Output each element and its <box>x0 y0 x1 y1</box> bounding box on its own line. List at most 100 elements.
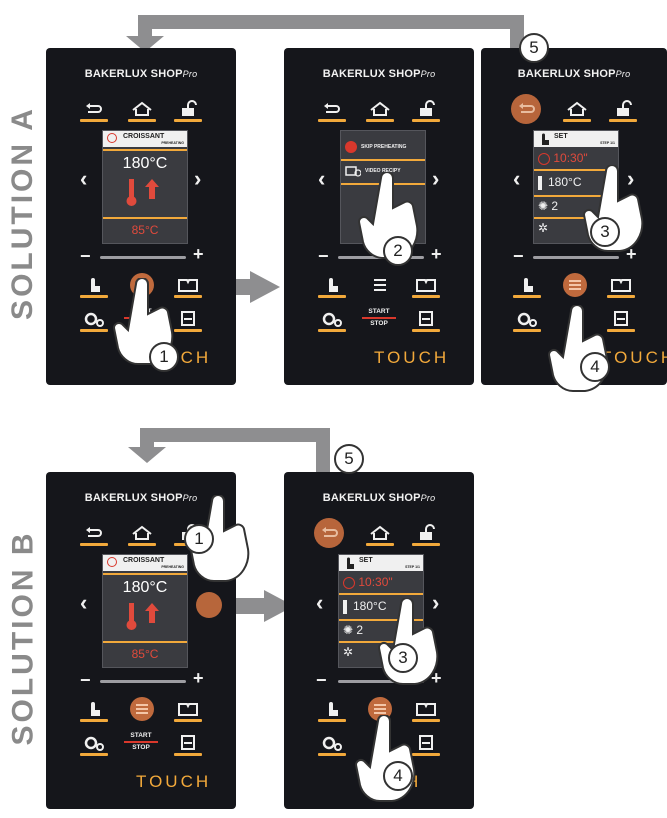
lock-button[interactable] <box>412 100 440 122</box>
recipe-book-button[interactable] <box>174 276 202 298</box>
menu-icon <box>374 279 386 291</box>
thermometer-up-icon <box>126 603 159 630</box>
save-button[interactable] <box>412 310 440 332</box>
next-arrow[interactable]: › <box>627 166 635 191</box>
minus-button[interactable]: − <box>80 246 91 266</box>
skip-preheating-option[interactable]: SKIP PREHEATING <box>345 141 423 155</box>
prev-arrow[interactable]: ‹ <box>318 166 326 191</box>
settings-button[interactable] <box>318 310 346 332</box>
pointing-hand-icon <box>547 305 609 392</box>
hand-icon <box>347 557 354 569</box>
touch-logo: TOUCH <box>136 772 212 791</box>
back-button[interactable] <box>80 100 108 122</box>
next-arrow[interactable]: › <box>432 590 440 615</box>
manual-button[interactable] <box>318 700 346 722</box>
next-arrow-highlighted[interactable] <box>196 592 222 618</box>
hand-icon <box>329 278 338 292</box>
minus-button[interactable]: − <box>316 670 327 690</box>
value-slider[interactable] <box>338 680 424 683</box>
value-slider[interactable] <box>533 256 619 259</box>
settings-button[interactable] <box>318 734 346 756</box>
plus-button[interactable]: + <box>193 244 204 264</box>
back-button-highlighted[interactable] <box>511 94 541 124</box>
recipe-book-button[interactable] <box>412 700 440 722</box>
hand-icon <box>524 278 533 292</box>
prev-arrow[interactable]: ‹ <box>80 590 88 615</box>
video-recipe-option[interactable]: VIDEO RECIPY <box>345 165 423 179</box>
menu-button[interactable] <box>563 273 587 297</box>
plus-button[interactable]: + <box>193 668 204 688</box>
recipe-book-button[interactable] <box>607 276 635 298</box>
settings-button[interactable] <box>80 734 108 756</box>
core-temperature-readout: 85°C <box>131 647 159 661</box>
fan-row[interactable]: ✺ 2 <box>343 623 364 637</box>
next-arrow[interactable]: › <box>194 166 202 191</box>
settings-button[interactable] <box>80 310 108 332</box>
gear-icon: ✲ <box>343 645 354 659</box>
extra-row[interactable]: ✲ <box>343 645 419 659</box>
settings-button[interactable] <box>513 310 541 332</box>
time-row[interactable]: 10:30" <box>538 151 614 165</box>
clock-icon <box>343 576 355 589</box>
minus-button[interactable]: − <box>318 246 329 266</box>
plus-button[interactable]: + <box>431 668 442 688</box>
home-button[interactable] <box>128 100 156 122</box>
lock-button[interactable] <box>174 100 202 122</box>
thermometer-up-icon <box>126 179 159 206</box>
home-button[interactable] <box>563 100 591 122</box>
back-button-highlighted[interactable] <box>314 518 344 548</box>
time-row[interactable]: 10:30" <box>343 575 419 589</box>
manual-button[interactable] <box>80 700 108 722</box>
return-arrow-b-left-leg <box>140 428 154 448</box>
extra-row[interactable]: ✲ <box>538 221 614 235</box>
temperature-readout: 180°C <box>122 579 168 596</box>
manual-button[interactable] <box>318 276 346 298</box>
menu-button[interactable] <box>130 697 154 721</box>
value-slider[interactable] <box>100 680 186 683</box>
menu-button[interactable] <box>366 276 394 298</box>
lock-button[interactable] <box>609 100 637 122</box>
prev-arrow[interactable]: ‹ <box>316 590 324 615</box>
save-button[interactable] <box>607 310 635 332</box>
manual-button[interactable] <box>513 276 541 298</box>
temperature-row[interactable]: 180°C <box>538 175 614 190</box>
lock-button[interactable] <box>412 524 440 546</box>
step-badge-3: 3 <box>388 643 418 673</box>
next-arrow[interactable]: › <box>432 166 440 191</box>
save-button[interactable] <box>412 734 440 756</box>
save-button[interactable] <box>174 310 202 332</box>
plus-button[interactable]: + <box>431 244 442 264</box>
save-icon <box>419 735 433 750</box>
brand-logo: BAKERLUX SHOPPro <box>322 68 436 80</box>
step-badge-3: 3 <box>590 217 620 247</box>
manual-button[interactable] <box>80 276 108 298</box>
prev-arrow[interactable]: ‹ <box>80 166 88 191</box>
value-slider[interactable] <box>100 256 186 259</box>
minus-button[interactable]: − <box>513 246 524 266</box>
brand-logo: BAKERLUX SHOPPro <box>84 492 198 504</box>
home-button[interactable] <box>128 524 156 546</box>
step-badge-4: 4 <box>580 352 610 382</box>
back-button[interactable] <box>318 100 346 122</box>
save-button[interactable] <box>174 734 202 756</box>
back-button[interactable] <box>80 524 108 546</box>
home-button[interactable] <box>366 100 394 122</box>
prev-arrow[interactable]: ‹ <box>513 166 521 191</box>
fan-row[interactable]: ✺ 2 <box>538 199 559 213</box>
book-icon <box>611 279 631 292</box>
temperature-row[interactable]: 180°C <box>343 599 419 614</box>
settings-icon <box>84 312 104 327</box>
home-button[interactable] <box>366 524 394 546</box>
touch-logo: TOUCH <box>601 348 667 367</box>
recipe-book-button[interactable] <box>174 700 202 722</box>
lock-icon <box>617 100 632 116</box>
recipe-book-button[interactable] <box>412 276 440 298</box>
back-icon <box>86 527 102 537</box>
lock-icon <box>182 100 197 116</box>
plus-button[interactable]: + <box>626 244 637 264</box>
minus-button[interactable]: − <box>80 670 91 690</box>
